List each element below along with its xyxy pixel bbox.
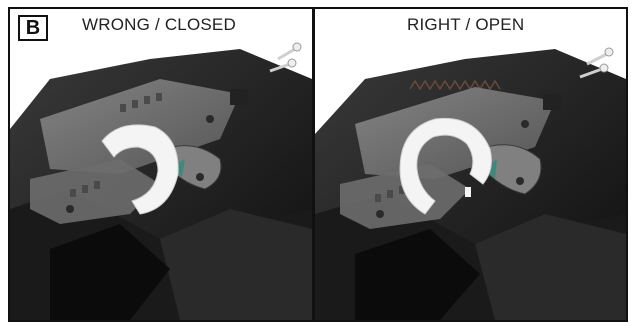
panel-caption-wrong-closed: WRONG / CLOSED bbox=[82, 15, 236, 35]
section-badge: B bbox=[18, 15, 48, 41]
panel-caption-right-open: RIGHT / OPEN bbox=[407, 15, 524, 35]
closed-mechanism-illustration bbox=[10, 9, 312, 320]
open-mechanism-illustration bbox=[315, 9, 626, 320]
panel-right-open: RIGHT / OPEN bbox=[315, 9, 626, 320]
panel-wrong-closed: B WRONG / CLOSED bbox=[10, 9, 312, 320]
